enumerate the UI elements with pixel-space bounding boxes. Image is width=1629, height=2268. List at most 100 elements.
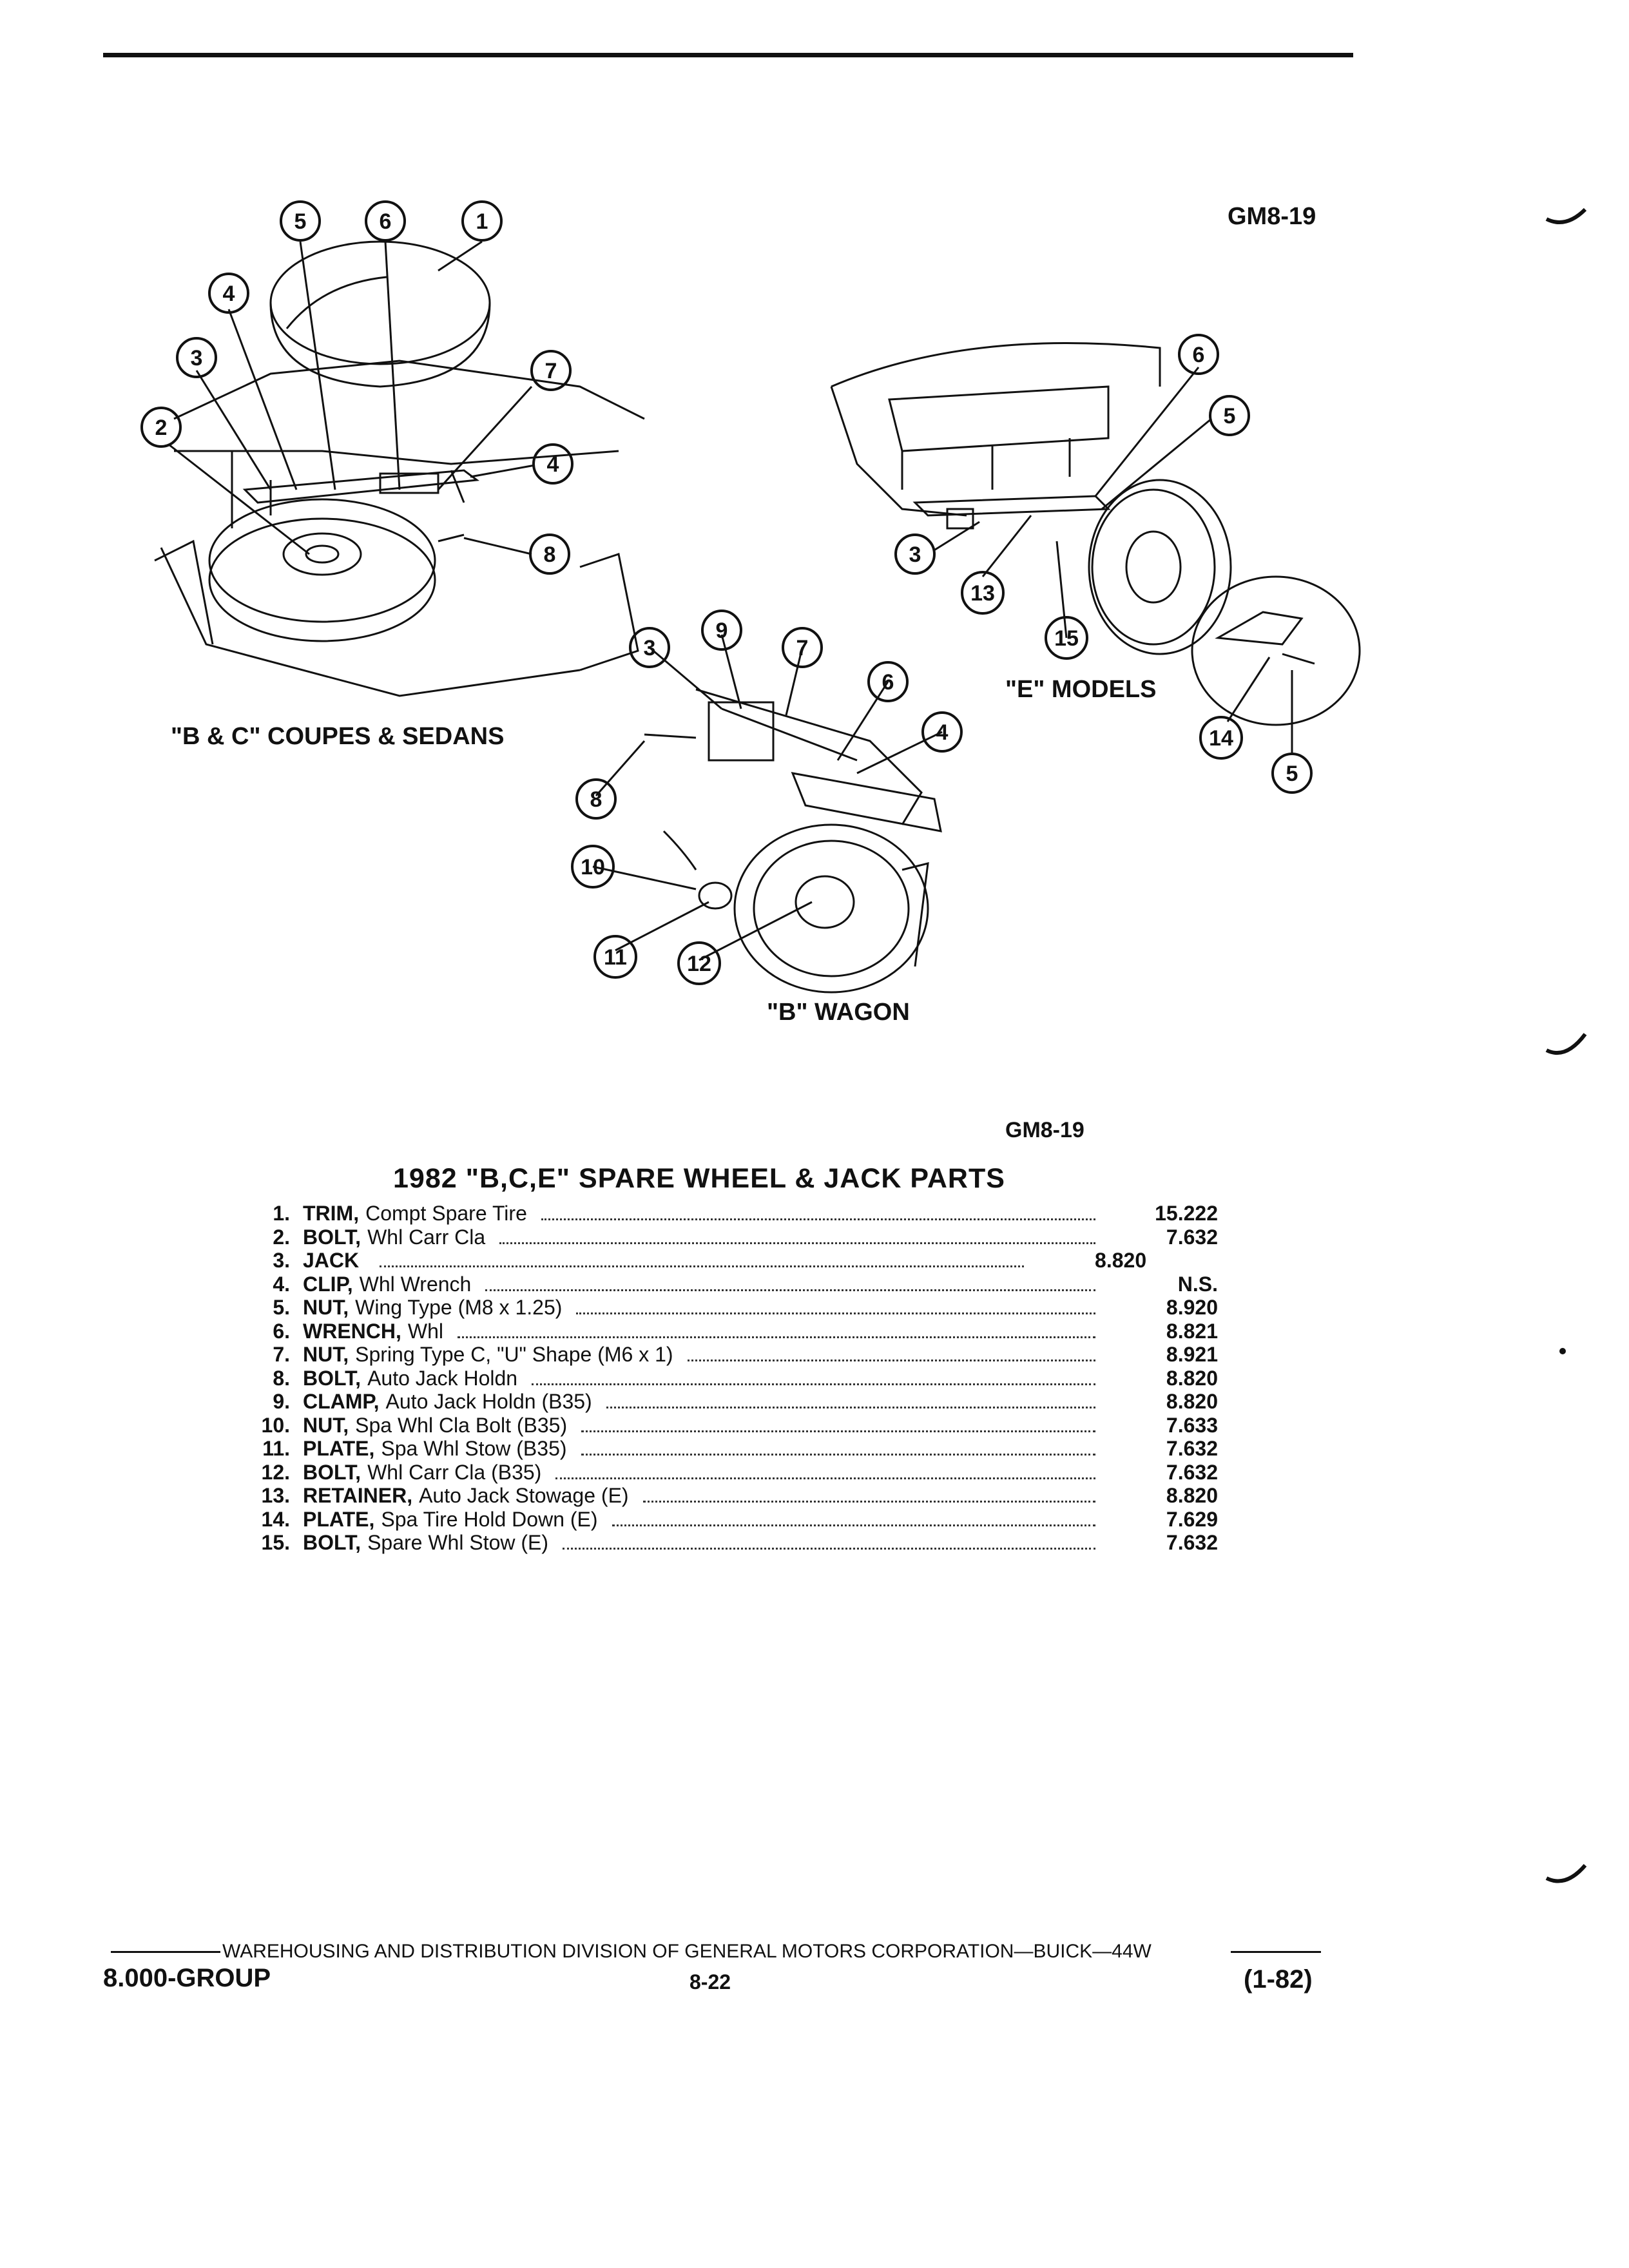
view-label-e: "E" MODELS	[1005, 676, 1157, 703]
part-row: 5.NUT,Wing Type (M8 x 1.25)8.920	[238, 1296, 1218, 1320]
svg-text:6: 6	[1193, 343, 1205, 367]
part-name: PLATE,	[303, 1437, 375, 1460]
part-row: 11.PLATE,Spa Whl Stow (B35)7.632	[238, 1437, 1218, 1461]
part-description: Spa Whl Stow (B35)	[381, 1437, 567, 1460]
b-wagon-view	[644, 688, 942, 994]
svg-text:4: 4	[936, 720, 949, 745]
part-description: Whl Wrench	[359, 1272, 472, 1296]
svg-text:5: 5	[1286, 762, 1298, 786]
svg-text:7: 7	[545, 359, 557, 383]
callout-12: 12	[677, 941, 721, 985]
part-name: NUT,	[303, 1296, 349, 1319]
part-number: 15.	[261, 1531, 290, 1554]
svg-text:7: 7	[796, 636, 809, 660]
callout-5: 5	[280, 200, 321, 242]
svg-text:9: 9	[716, 619, 728, 643]
svg-text:8: 8	[590, 787, 602, 812]
part-number: 10.	[261, 1413, 290, 1437]
svg-text:3: 3	[644, 636, 656, 660]
leader-dots	[581, 1454, 1095, 1456]
part-group-code: 15.222	[1155, 1202, 1218, 1225]
part-group-code: 7.632	[1166, 1460, 1218, 1484]
part-row: 9.CLAMP,Auto Jack Holdn (B35)8.820	[238, 1390, 1218, 1414]
part-number: 9.	[273, 1390, 290, 1413]
part-description: Whl	[407, 1319, 443, 1343]
callout-3-e: 3	[894, 533, 936, 575]
leader-dots	[576, 1312, 1095, 1314]
svg-text:3: 3	[909, 543, 921, 567]
callout-leaders	[168, 240, 1293, 961]
callout-5-e: 5	[1209, 395, 1250, 436]
part-number: 6.	[273, 1319, 290, 1343]
leader-dots	[563, 1548, 1095, 1550]
svg-text:4: 4	[547, 452, 559, 477]
leader-dots	[541, 1218, 1095, 1220]
part-number: 1.	[273, 1202, 290, 1225]
callout-4-w: 4	[921, 711, 963, 753]
callout-8-w: 8	[575, 778, 617, 820]
leader-dots	[499, 1242, 1095, 1244]
part-description: Spa Tire Hold Down (E)	[381, 1507, 598, 1531]
leader-dots	[687, 1360, 1095, 1361]
part-description: Whl Carr Cla	[367, 1225, 486, 1249]
leader-dots	[612, 1524, 1095, 1526]
part-number: 13.	[261, 1484, 290, 1507]
part-name: PLATE,	[303, 1507, 375, 1531]
svg-text:6: 6	[882, 670, 894, 695]
part-description: Wing Type (M8 x 1.25)	[355, 1296, 563, 1319]
part-description: Auto Jack Stowage (E)	[419, 1484, 629, 1507]
part-row: 13. RETAINER, Auto Jack Stowage (E) 8.820	[238, 1484, 1218, 1508]
part-number: 3.	[273, 1249, 290, 1272]
callout-13: 13	[961, 571, 1005, 615]
part-group-code: 8.820	[1166, 1366, 1218, 1390]
figure-code-mid: GM8-19	[1005, 1118, 1084, 1142]
callout-7: 7	[530, 350, 572, 391]
part-group-code: 7.632	[1166, 1531, 1218, 1554]
svg-text:2: 2	[155, 416, 168, 440]
part-group-code: 8.820	[1166, 1390, 1218, 1413]
svg-text:12: 12	[687, 952, 711, 976]
part-group-code: 8.820	[1166, 1484, 1218, 1507]
part-description: Spa Whl Cla Bolt (B35)	[355, 1413, 568, 1437]
callout-8: 8	[529, 533, 570, 575]
callout-circles: 5 6 1 4 3 2 7 4 8 6 5 3 13 15 14 5 3 9 7…	[140, 200, 1313, 985]
callout-9: 9	[701, 610, 742, 651]
part-name: CLAMP,	[303, 1390, 380, 1413]
part-group-code: 7.633	[1166, 1413, 1218, 1437]
callout-4: 4	[208, 273, 249, 314]
callout-6-w: 6	[867, 661, 909, 702]
part-group-code: 7.632	[1166, 1225, 1218, 1249]
svg-text:15: 15	[1054, 626, 1079, 651]
svg-text:5: 5	[294, 209, 307, 234]
part-description: Spring Type C, "U" Shape (M6 x 1)	[355, 1343, 673, 1366]
svg-text:10: 10	[581, 855, 605, 879]
svg-text:5: 5	[1224, 404, 1236, 428]
svg-text:3: 3	[191, 346, 203, 370]
part-group-code: 8.821	[1166, 1319, 1218, 1343]
part-name: RETAINER,	[303, 1484, 413, 1507]
callout-15: 15	[1045, 616, 1088, 660]
callout-5-e2: 5	[1271, 753, 1313, 794]
part-number: 12.	[261, 1460, 290, 1484]
footer-rule-left	[111, 1951, 220, 1953]
part-name: NUT,	[303, 1413, 349, 1437]
svg-text:6: 6	[380, 209, 392, 234]
footer-division: WAREHOUSING AND DISTRIBUTION DIVISION OF…	[222, 1941, 1152, 1962]
margin-mark	[1545, 207, 1587, 224]
exploded-view-illustration: "B & C" COUPES & SEDANS "E" MODELS "	[140, 200, 1587, 1055]
view-label-bc: "B & C" COUPES & SEDANS	[171, 723, 504, 750]
part-name: BOLT,	[303, 1366, 361, 1390]
leader-dots	[532, 1383, 1095, 1385]
part-name: TRIM,	[303, 1202, 360, 1225]
view-label-wagon: "B" WAGON	[767, 999, 910, 1026]
callout-4b: 4	[532, 443, 574, 485]
part-number: 8.	[273, 1366, 290, 1390]
part-row: 15.BOLT,Spare Whl Stow (E)7.632	[238, 1531, 1218, 1555]
callout-6: 6	[365, 200, 406, 242]
part-number: 7.	[273, 1343, 290, 1366]
